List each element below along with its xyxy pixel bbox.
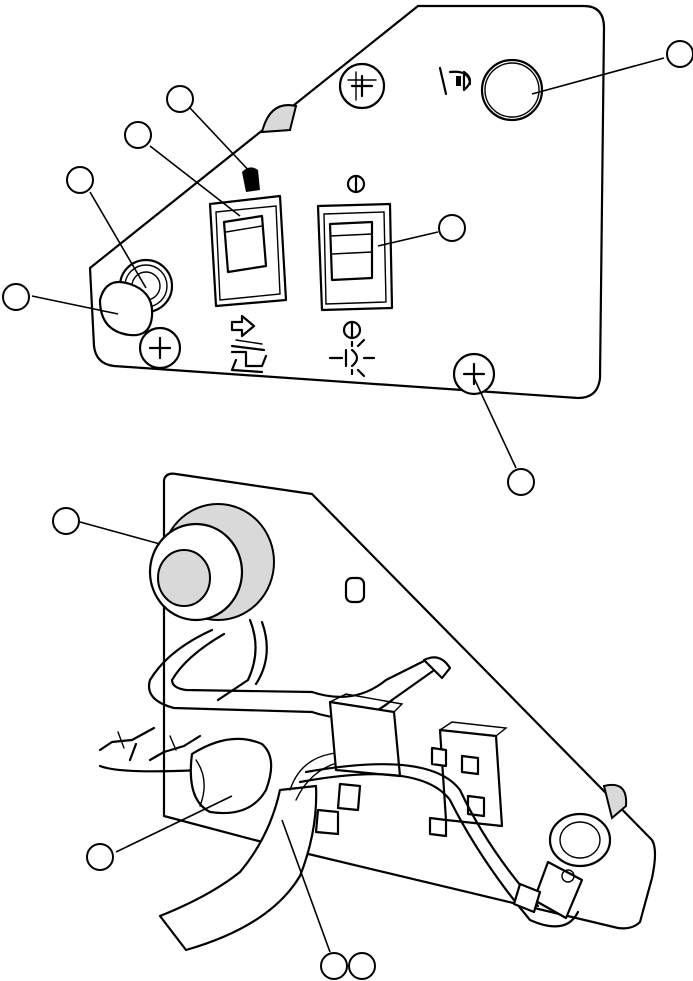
callout-c-cable-a (320, 952, 348, 980)
screw-bottom-left (138, 326, 182, 370)
callout-c-right-rocker (438, 214, 466, 242)
rear-stud-top (260, 104, 298, 134)
right-rocker-switch[interactable] (316, 202, 394, 312)
power-on-icon (346, 174, 366, 194)
callout-c-rear-harness (86, 843, 114, 871)
leader-lines (31, 57, 665, 953)
equipment-icon (230, 339, 268, 374)
indicator-symbol-icon (242, 167, 260, 192)
callout-c-rear-knob (52, 507, 80, 535)
push-button[interactable] (98, 280, 154, 337)
screw-bottom-right (452, 352, 496, 396)
callouts (2, 40, 693, 980)
rear-stud (344, 576, 366, 604)
round-knob-rear[interactable] (148, 503, 275, 622)
callout-c-cable-b (348, 952, 376, 980)
callout-c-push-button (2, 283, 30, 311)
callout-c-panel-screw (507, 468, 535, 496)
left-rocker-switch[interactable] (208, 194, 288, 308)
front-panel (88, 4, 606, 400)
rear-lamp-socket (512, 812, 612, 920)
power-off-icon (342, 320, 362, 340)
callout-c-indicator-symbol (166, 85, 194, 113)
wire-loop (298, 763, 580, 928)
callout-c-left-rocker (124, 121, 152, 149)
rear-corner-stud (602, 784, 628, 820)
rear-panel (98, 472, 657, 952)
relay-block-right[interactable] (428, 721, 508, 838)
screw-top (338, 62, 386, 110)
round-knob-front[interactable] (480, 58, 544, 122)
callout-c-upper-right-knob (666, 40, 693, 68)
cable-sheath (189, 737, 273, 815)
main-cable (158, 747, 369, 952)
relay-block-left[interactable] (314, 693, 404, 836)
callout-c-lamp-bezel (66, 166, 94, 194)
arrow-icon (230, 314, 256, 338)
headlight-gauge-icon (438, 66, 472, 96)
worklight-icon (328, 338, 376, 378)
